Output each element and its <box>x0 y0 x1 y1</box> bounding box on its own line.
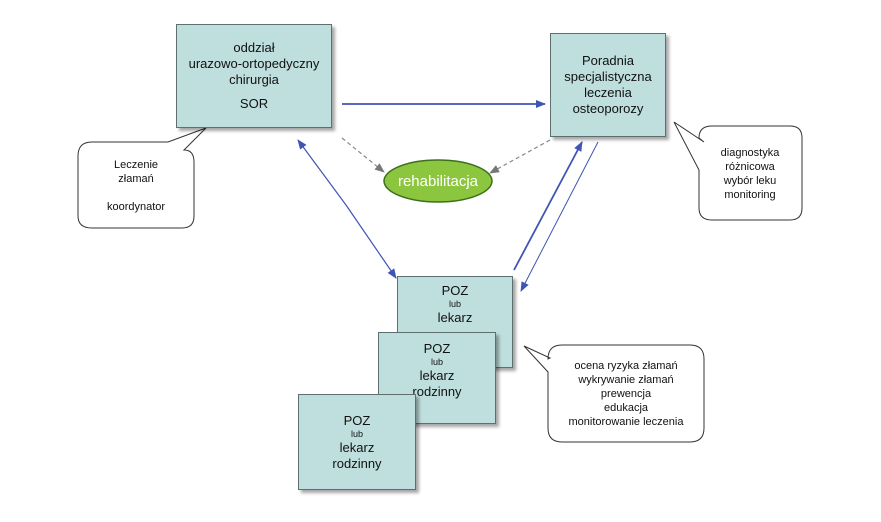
callout-right-text: diagnostyka różnicowa wybór leku monitor… <box>700 130 800 218</box>
node-poradnia: Poradnia specjalistyczna leczenia osteop… <box>550 33 666 137</box>
node-sor-sub: SOR <box>239 96 269 111</box>
node-sor-line-1: oddział <box>233 40 275 55</box>
callout-bottom-line-4: edukacja <box>603 402 649 414</box>
node-poradnia-line-3: leczenia <box>584 85 632 100</box>
node-poz-2-title: POZ <box>423 341 451 356</box>
callout-left-line-1: Leczenie <box>113 159 159 171</box>
callout-left-extra: koordynator <box>106 201 166 213</box>
node-poz-3-title: POZ <box>343 412 371 428</box>
callout-right-line-3: wybór leku <box>723 175 777 187</box>
callout-left-bubble <box>77 127 207 229</box>
arrow-poz-to-poradnia <box>513 141 583 271</box>
node-poz-2-small: lub <box>430 357 443 367</box>
callout-bottom-line-5: monitorowanie leczenia <box>568 416 684 428</box>
node-poz-3-small: lub <box>350 428 363 439</box>
callout-right-line-4: monitoring <box>724 189 776 201</box>
node-poz-3-line-2: rodzinny <box>332 455 382 471</box>
node-rehabilitacja-label: rehabilitacja <box>397 172 479 190</box>
node-poz-3: POZ lub lekarz rodzinny <box>298 394 416 490</box>
arrow-poradnia-to-poz <box>520 141 599 292</box>
callout-bottom-line-2: wykrywanie złamań <box>578 374 674 386</box>
node-poz-2: POZ lub lekarz rodzinny <box>378 332 496 424</box>
node-poradnia-line-2: specjalistyczna <box>564 69 652 84</box>
node-poz-2-line-1: lekarz <box>419 368 455 383</box>
callout-bottom-line-3: prewencja <box>600 388 652 400</box>
node-poradnia-line-1: Poradnia <box>581 53 635 68</box>
callout-bottom-bubble <box>523 344 705 443</box>
callout-left-text: Leczenie złamań koordynator <box>80 146 192 226</box>
node-poz-1-small: lub <box>448 299 461 309</box>
rehabilitacja-ellipse <box>383 159 493 203</box>
node-sor-line-3: chirurgia <box>229 72 279 87</box>
callout-left-line-2: złamań <box>118 173 154 185</box>
node-poz-1-title: POZ <box>441 283 469 298</box>
dashed-arrow-poradnia-to-rehabilitacja <box>489 139 551 174</box>
node-poz-1-line-1: lekarz <box>437 310 473 325</box>
arrow-sor-poz-end-b <box>345 204 397 279</box>
callout-bottom-line-1: ocena ryzyka złamań <box>574 360 678 372</box>
arrow-sor-poz-end-a <box>297 139 347 206</box>
node-poradnia-line-4: osteoporozy <box>572 101 644 116</box>
callout-right-bubble <box>673 121 803 221</box>
node-poz-3-line-1: lekarz <box>339 439 375 455</box>
callout-right-line-2: różnicowa <box>725 161 775 173</box>
node-poz-2-line-2: rodzinny <box>412 384 462 399</box>
node-sor: oddział urazowo-ortopedyczny chirurgia S… <box>176 24 332 128</box>
callout-bottom-text: ocena ryzyka złamań wykrywanie złamań pr… <box>550 350 702 438</box>
callout-right-line-1: diagnostyka <box>720 147 780 159</box>
dashed-arrow-sor-to-rehabilitacja <box>341 137 385 173</box>
node-sor-line-2: urazowo-ortopedyczny <box>188 56 320 71</box>
